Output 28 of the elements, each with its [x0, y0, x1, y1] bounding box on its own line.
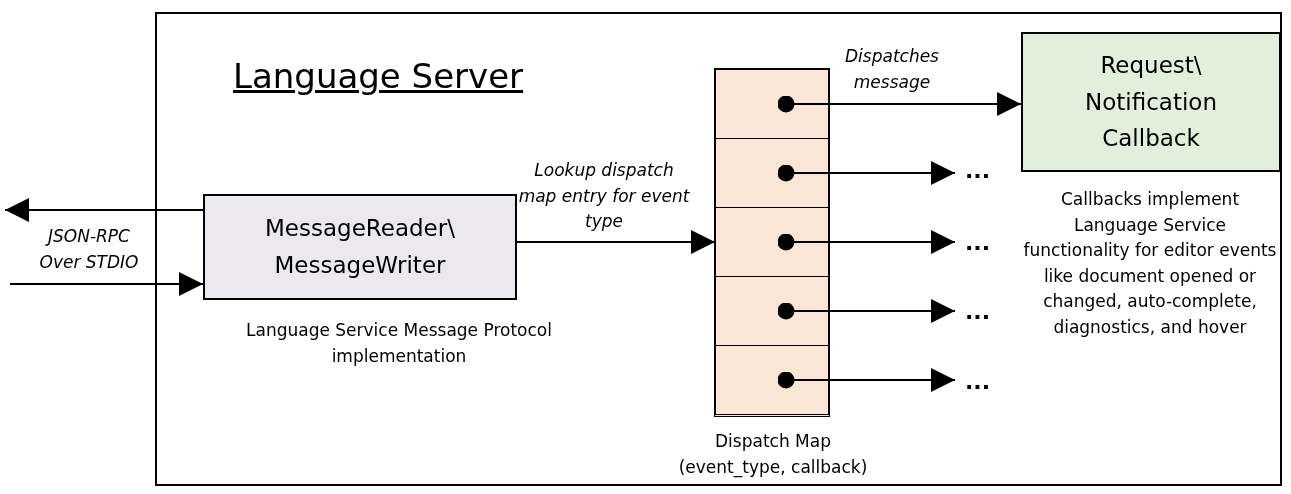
note-text: Callbacks implement Language Service functionality for editor events like document opened or changed, auto-complete, diagnostics, and hover	[1022, 188, 1278, 339]
edge-label: Dispatches message	[844, 45, 940, 94]
note-text: JSON-RPC Over STDIO	[38, 225, 140, 274]
ellipsis-text: ...	[965, 299, 1007, 327]
arrow	[516, 230, 716, 254]
box-text: Request\ Notification Callback	[1084, 50, 1218, 154]
table-row	[715, 276, 829, 346]
table-row	[715, 69, 829, 139]
arrow	[777, 92, 1022, 116]
caption-text: Language Service Message Protocol implementation	[245, 319, 553, 368]
arrow	[777, 230, 956, 254]
arrow	[4, 198, 204, 222]
process-box	[1021, 32, 1281, 172]
ellipsis-text: ...	[965, 230, 1007, 258]
frame-title: Language Server	[233, 56, 524, 96]
caption-text: Dispatch Map (event_type, callback)	[677, 430, 869, 480]
table-row	[715, 207, 829, 277]
edge-label: Lookup dispatch map entry for event type	[518, 159, 690, 233]
arrow	[777, 161, 956, 185]
arrow	[777, 368, 956, 392]
ellipsis-text: ...	[965, 369, 1007, 397]
arrow	[777, 299, 956, 323]
table-row	[715, 345, 829, 415]
ellipsis-text: ...	[965, 158, 1007, 186]
server-frame	[155, 12, 1282, 486]
table-row	[715, 138, 829, 208]
arrow	[9, 272, 204, 296]
box-text: MessageReader\ MessageWriter	[264, 214, 456, 280]
